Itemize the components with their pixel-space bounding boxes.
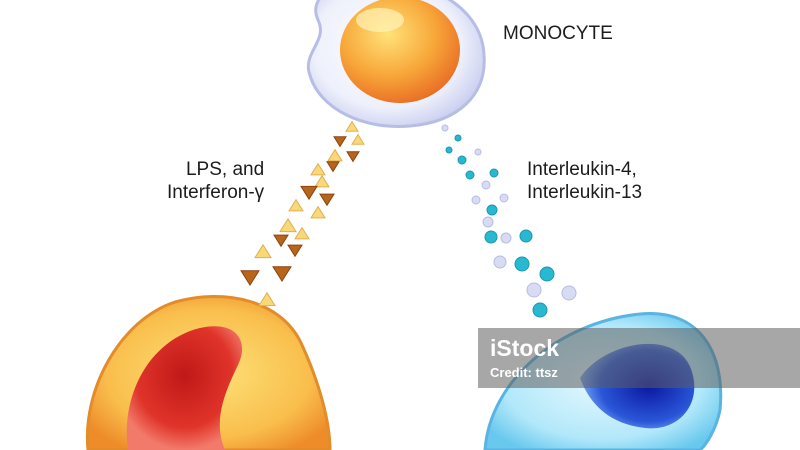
monocyte-nucleus-highlight <box>356 8 404 32</box>
m1-macrophage-cell <box>85 295 332 450</box>
signal-molecule-triangle <box>345 120 359 132</box>
signal-molecule-dot <box>489 168 499 178</box>
signal-molecule-triangle <box>300 185 318 201</box>
watermark-brand: iStock <box>490 335 560 361</box>
signal-molecule-dot <box>526 282 542 298</box>
signal-molecule-dot <box>474 148 482 156</box>
signal-molecule-triangle <box>279 217 297 233</box>
signal-molecule-triangle <box>240 270 260 287</box>
signal-molecule-triangle <box>327 148 343 162</box>
signal-molecule-dot <box>519 229 533 243</box>
signal-molecule-triangle <box>272 266 292 283</box>
signal-molecule-triangle <box>346 151 360 163</box>
signal-molecule-triangle <box>288 198 304 212</box>
signal-molecule-triangle <box>314 174 330 188</box>
signal-molecule-triangle <box>310 205 326 219</box>
signal-molecule-triangle <box>258 291 276 307</box>
signal-molecule-dot <box>441 124 449 132</box>
signal-molecule-triangle <box>294 226 310 240</box>
signal-molecule-dot <box>482 216 494 228</box>
il-label-line2: Interleukin-13 <box>527 182 643 203</box>
signal-molecule-triangle <box>273 234 289 248</box>
signal-molecule-dot <box>514 256 530 272</box>
signal-molecule-dot <box>484 230 498 244</box>
signal-molecule-dot <box>465 170 475 180</box>
signal-molecule-dot <box>532 302 548 318</box>
watermark-credit: Credit: ttsz <box>490 365 558 380</box>
signal-molecule-dot <box>561 285 577 301</box>
lps-interferon-label: LPS, and Interferon-γ <box>167 158 264 204</box>
signal-molecule-dot <box>499 193 509 203</box>
signal-molecule-triangle <box>254 243 272 259</box>
signal-molecule-triangle <box>326 161 340 173</box>
signal-molecule-dot <box>457 155 467 165</box>
signal-molecule-dot <box>454 134 462 142</box>
lps-label-line2: Interferon-γ <box>167 182 265 203</box>
signal-molecule-triangle <box>319 193 335 207</box>
signal-molecule-dot <box>486 204 498 216</box>
signal-molecule-dot <box>471 195 481 205</box>
signal-molecule-dot <box>445 146 453 154</box>
interleukin-molecules <box>441 124 577 318</box>
il-label-line1: Interleukin-4, <box>527 159 637 180</box>
monocyte-label: MONOCYTE <box>503 23 613 44</box>
lps-interferon-molecules <box>240 120 365 307</box>
signal-molecule-dot <box>539 266 555 282</box>
m1-nucleus <box>126 326 243 450</box>
signal-molecule-triangle <box>310 162 326 176</box>
interleukin-label: Interleukin-4, Interleukin-13 <box>527 158 642 204</box>
lps-label-line1: LPS, and <box>185 159 265 180</box>
signal-molecule-triangle <box>333 136 347 148</box>
signal-molecule-dot <box>493 255 507 269</box>
signal-molecule-triangle <box>351 133 365 145</box>
istock-watermark: iStock Credit: ttsz <box>478 328 800 388</box>
signal-molecule-dot <box>500 232 512 244</box>
signal-molecule-triangle <box>287 244 303 258</box>
monocyte-cell <box>306 0 486 129</box>
signal-molecule-dot <box>481 180 491 190</box>
